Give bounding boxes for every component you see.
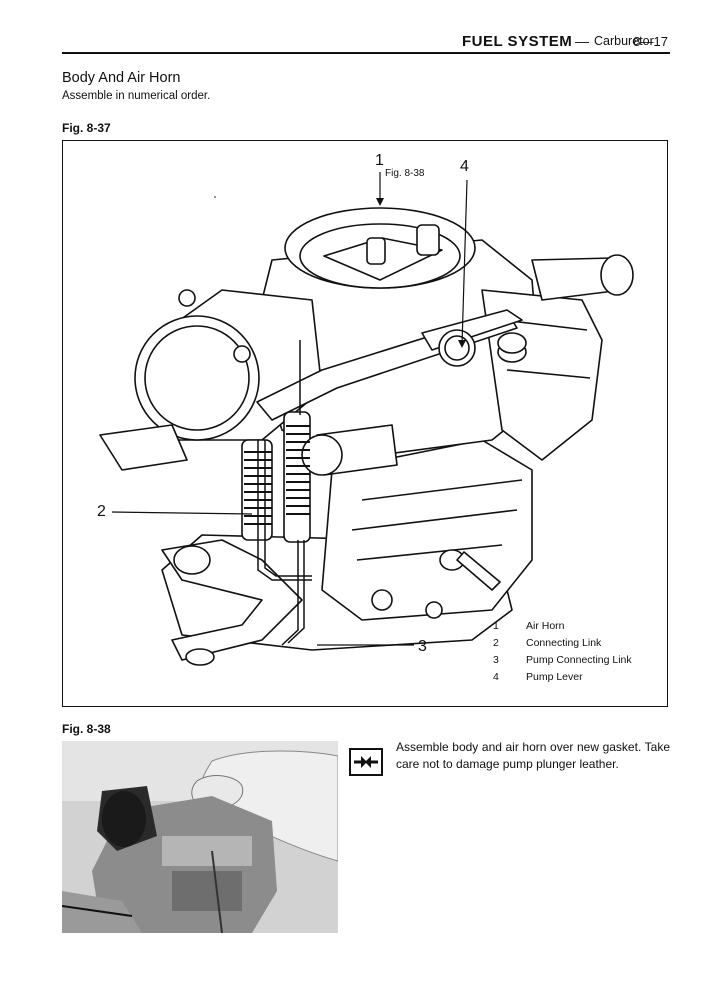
legend-item: 2 Connecting Link — [486, 637, 656, 654]
figure-legend: 1 Air Horn 2 Connecting Link 3 Pump Conn… — [486, 620, 656, 688]
figure-reference: Fig. 8-38 — [385, 168, 425, 179]
legend-label: Air Horn — [526, 620, 565, 632]
legend-label: Pump Lever — [526, 671, 583, 683]
legend-item: 3 Pump Connecting Link — [486, 654, 656, 671]
page-number: 8—17 — [633, 34, 668, 49]
callout-1: 1 — [375, 152, 384, 169]
callout-3: 3 — [418, 638, 427, 655]
legend-label: Pump Connecting Link — [526, 654, 632, 666]
carburetor-illustration — [99, 172, 634, 666]
page-header: FUEL SYSTEM — Carburetor 8—17 — [62, 30, 670, 54]
legend-number: 2 — [493, 637, 499, 649]
legend-label: Connecting Link — [526, 637, 602, 649]
section-title: FUEL SYSTEM — [462, 33, 573, 50]
header-rule — [62, 52, 670, 54]
legend-number: 3 — [493, 654, 499, 666]
header-dash: — — [575, 33, 589, 49]
callout-4: 4 — [460, 158, 469, 175]
callout-2: 2 — [97, 503, 106, 520]
assembly-photo — [62, 741, 338, 933]
section-instruction: Assemble in numerical order. — [62, 90, 211, 102]
subsection-title: Carburetor — [594, 34, 654, 48]
legend-item: 4 Pump Lever — [486, 671, 656, 688]
assembly-photo-graphic — [62, 741, 338, 933]
legend-item: 1 Air Horn — [486, 620, 656, 637]
figure-frame — [62, 140, 668, 707]
assemble-arrows-icon — [349, 748, 383, 776]
figure-label: Fig. 8-37 — [62, 121, 111, 135]
assembly-note: Assemble body and air horn over new gask… — [396, 740, 670, 771]
legend-number: 4 — [493, 671, 499, 683]
legend-number: 1 — [493, 620, 499, 632]
figure-label: Fig. 8-38 — [62, 722, 111, 736]
section-heading: Body And Air Horn — [62, 70, 181, 86]
